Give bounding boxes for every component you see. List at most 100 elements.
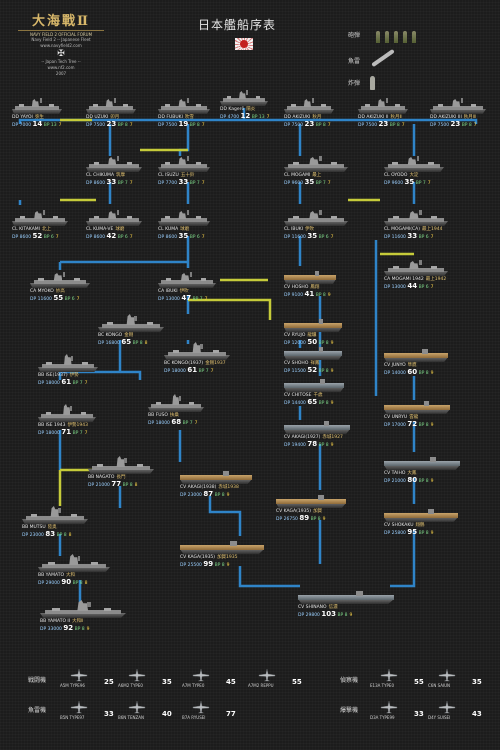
ship-tier: 9 [430,531,434,536]
ship-value: 35 [307,232,318,240]
ship-icon [158,272,216,288]
legend-shells: 砲弾 [348,28,458,44]
legend-shells-label: 砲弾 [348,32,361,39]
ship-dp: DP 23000 [22,533,44,538]
ship-icon [284,270,336,284]
ship-icon [384,508,458,522]
ship-value: 19 [178,120,189,128]
ship-stat: BP 7 [189,181,200,186]
ship-value: 61 [61,378,72,386]
ship-value: 80 [407,476,418,484]
ship-icon [284,210,348,226]
ship-dp: DP 8600 [12,235,32,240]
ship-stat: BP 8 [189,123,200,128]
tree-connector [208,496,242,536]
ship-icon [88,456,154,474]
ship-icon [158,98,210,114]
ship-dp: DP 9100 [284,293,304,298]
ship-stat: BP 6 [189,235,200,240]
ship-tier: 7 [327,181,331,186]
ship-tier: 9 [226,563,230,568]
ship-name: CV SHOHO [284,361,309,366]
ship-icon [38,554,110,572]
ship-cn-name: 祥鳳 [310,361,320,366]
ship-tier: 8 [84,581,88,586]
ship-value: 50 [307,338,318,346]
ship-tier: 8 [68,533,72,538]
airplane-icon [438,700,456,714]
logo-line-2: www.navyfield2.com [40,43,82,48]
ship-cn-name: 最上 [312,173,322,178]
ship-value: 99 [203,560,214,568]
ship-value: 35 [404,178,415,186]
ship-tier: 7 [84,431,88,436]
airplane-icon [380,668,398,682]
ship-name: BB NAGATO [88,475,115,480]
ship-stat: BP 8 [214,563,225,568]
legend-torpedo: 魚雷 [348,48,458,70]
ship-stat: BP 8 [418,423,429,428]
tree-connector [238,566,300,588]
ship-name: CV KAGA(1935) [180,555,216,560]
